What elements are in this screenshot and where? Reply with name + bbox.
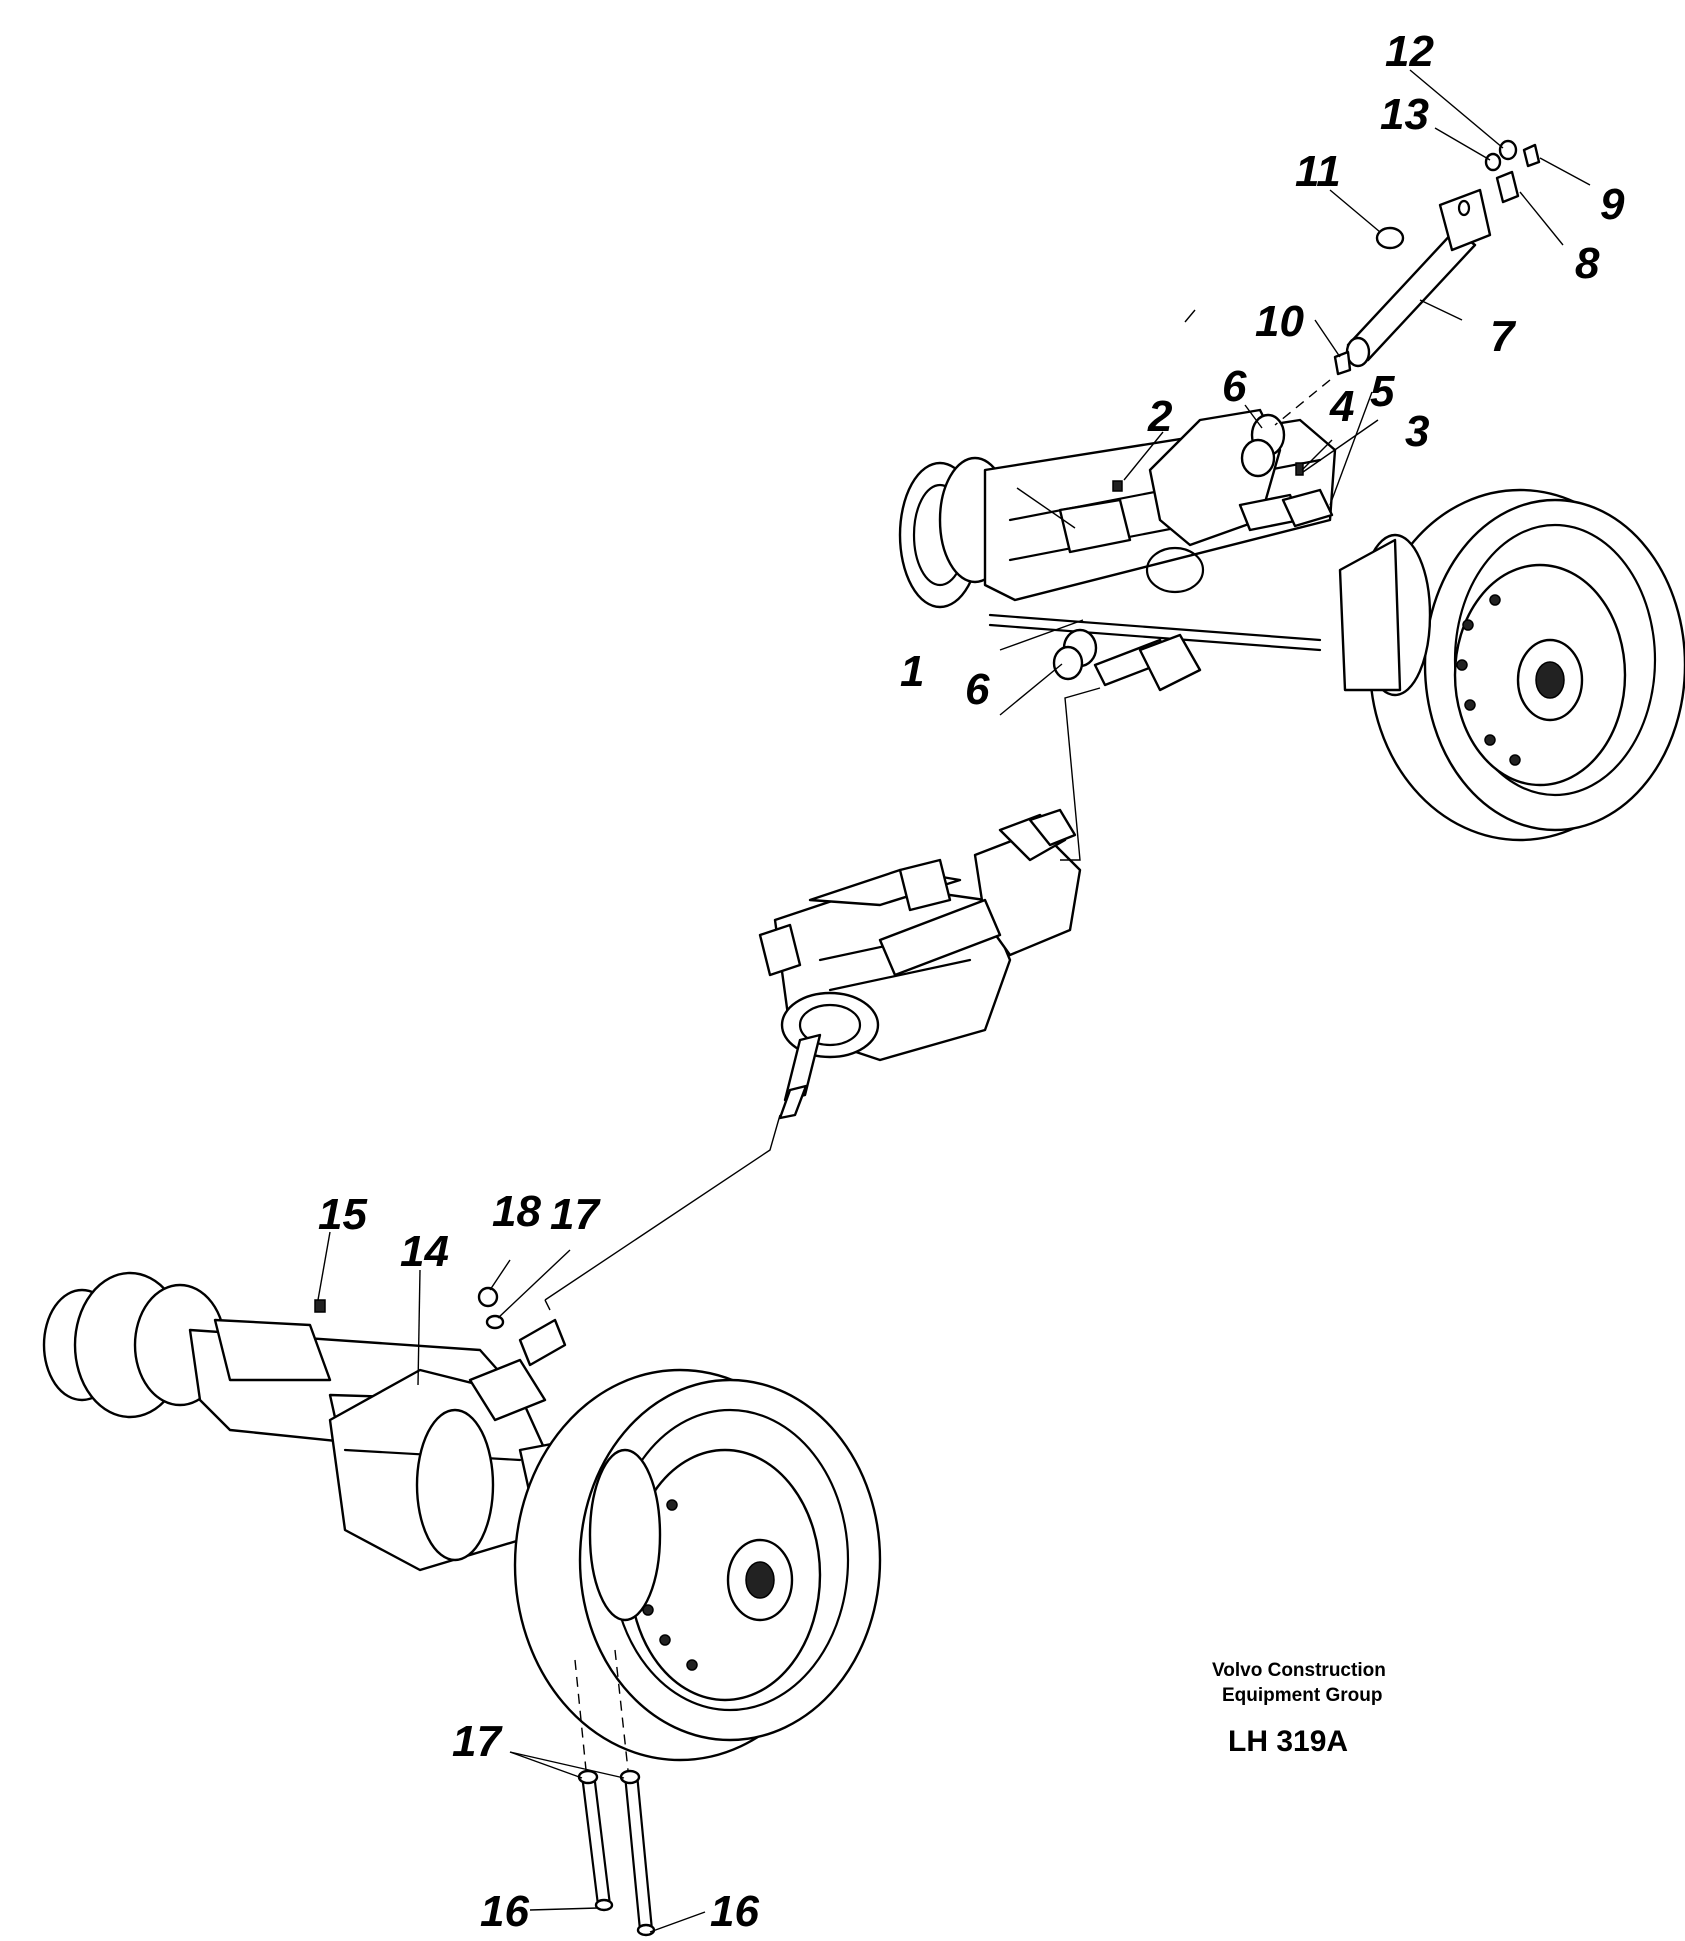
callout-17-lower: 17 [452,1717,501,1766]
callout-7: 7 [1490,312,1515,361]
company-name-line1: Volvo Construction [1212,1660,1386,1681]
rear-axle-small-parts [314,1286,656,1937]
company-name-line2: Equipment Group [1222,1685,1383,1706]
callout-8: 8 [1575,239,1600,288]
callout-6-upper: 6 [1222,362,1247,411]
callout-12: 12 [1385,27,1434,76]
callout-5: 5 [1370,367,1395,416]
leader-lines [317,69,1591,1933]
callout-10: 10 [1255,297,1304,346]
callout-15: 15 [318,1190,367,1239]
callout-3: 3 [1405,407,1430,456]
callout-6-lower: 6 [965,665,990,714]
front-axle-small-parts [1052,139,1541,681]
front-axle-assembly [898,408,1685,842]
callout-18: 18 [492,1187,541,1236]
callout-16-left: 16 [480,1887,529,1936]
rear-axle-assembly [42,1271,882,1762]
drawing-code: LH 319A [1228,1725,1349,1758]
transmission-assembly [758,808,1082,1120]
callout-14: 14 [400,1227,449,1276]
callout-9: 9 [1600,180,1625,229]
callout-2: 2 [1148,392,1173,441]
callout-4: 4 [1330,382,1355,431]
callout-16-right: 16 [710,1887,759,1936]
shaft-lines [544,687,1101,1311]
callout-13: 13 [1380,90,1429,139]
callout-11: 11 [1295,147,1341,196]
callout-1: 1 [900,647,925,696]
callout-17-upper: 17 [550,1190,599,1239]
